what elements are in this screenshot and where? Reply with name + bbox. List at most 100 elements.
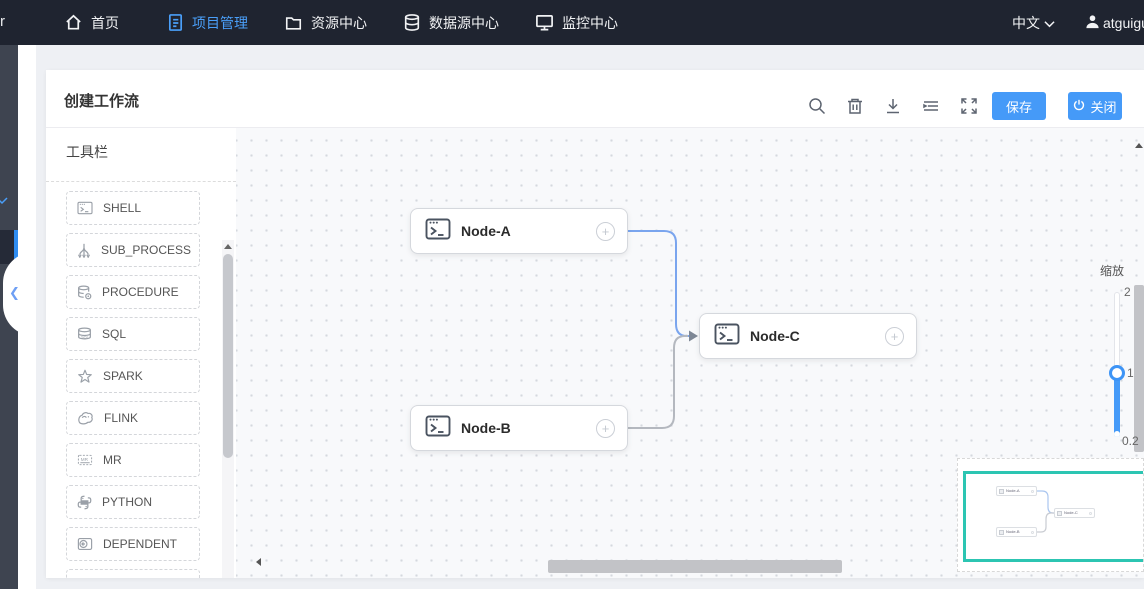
zoom-slider-fill[interactable] <box>1114 373 1120 437</box>
workflow-card: 创建工作流 保存 关闭 工具栏 SHELL SUB_PROCESS <box>46 70 1144 578</box>
edge-arrowhead-icon <box>689 330 698 342</box>
divider <box>46 181 236 182</box>
toolbox-item-label: PROCEDURE <box>102 285 179 299</box>
plus-circle-icon <box>1031 530 1034 534</box>
rail-chevron-icon <box>0 192 8 210</box>
mr-icon: MR <box>77 453 93 467</box>
nav-item-monitor[interactable]: 监控中心 <box>535 13 618 33</box>
nav-item-projects[interactable]: 项目管理 <box>167 13 248 33</box>
terminal-icon <box>999 488 1004 494</box>
language-label: 中文 <box>1012 14 1040 31</box>
node-c[interactable]: Node-C + <box>699 313 917 359</box>
minimap-node-b: Node-B <box>996 527 1037 537</box>
node-a[interactable]: Node-A + <box>410 208 628 254</box>
toolbox-item-label: SQL <box>102 327 127 341</box>
terminal-icon <box>425 415 451 442</box>
save-button-label: 保存 <box>1005 99 1032 115</box>
plus-circle-icon[interactable]: + <box>596 418 615 438</box>
minimap-edge-layer <box>1037 490 1054 533</box>
edge-node-a-to-c[interactable] <box>628 230 689 337</box>
monitor-icon <box>535 13 554 32</box>
toolbox-item-shell[interactable]: SHELL <box>66 191 200 225</box>
shell-icon <box>77 201 93 215</box>
flink-icon <box>77 411 94 426</box>
minimap[interactable]: Node-A Node-C Node-B <box>957 458 1144 572</box>
nav-item-label: 资源中心 <box>311 14 367 31</box>
toolbox-item-label: PYTHON <box>102 495 153 509</box>
toolbox-item-python[interactable]: PYTHON <box>66 485 200 519</box>
workflow-header: 创建工作流 保存 关闭 <box>46 70 1144 128</box>
toolbox-scrollbar-thumb[interactable] <box>223 254 233 458</box>
toolbox-title: 工具栏 <box>66 144 108 160</box>
procedure-icon <box>77 284 92 300</box>
toolbox-item-sql[interactable]: SQL SQL <box>66 317 200 351</box>
nav-item-label: 数据源中心 <box>429 14 499 31</box>
home-icon <box>64 13 83 32</box>
toolbox-item-mr[interactable]: MR MR <box>66 443 200 477</box>
minimap-node-label: Node-A <box>1006 488 1020 493</box>
toolbox-item-label: SHELL <box>103 201 142 215</box>
download-icon[interactable] <box>884 97 902 115</box>
zoom-slider-track[interactable] <box>1114 292 1120 374</box>
node-label: Node-C <box>750 328 800 344</box>
terminal-icon <box>425 218 451 245</box>
spark-icon <box>77 369 93 384</box>
scroll-up-icon[interactable] <box>224 244 232 249</box>
top-navbar: r 首页 项目管理 资源中心 数据源中心 监控中心 中文 atgu <box>0 0 1144 45</box>
zoom-max-tick: 2 <box>1124 285 1131 299</box>
database-icon <box>403 13 421 32</box>
sql-icon: SQL <box>77 326 92 342</box>
minimap-node-label: Node-C <box>1064 510 1078 515</box>
trash-icon[interactable] <box>846 97 864 115</box>
workflow-canvas[interactable]: Node-A + Node-B + Node-C + 缩放 2 1 0.2 <box>236 128 1144 578</box>
zoom-mid-tick: 1 <box>1127 366 1134 380</box>
node-label: Node-B <box>461 420 511 436</box>
plus-circle-icon <box>1089 511 1092 515</box>
plus-circle-icon[interactable]: + <box>885 326 904 346</box>
close-button[interactable]: 关闭 <box>1068 92 1122 120</box>
dependent-icon <box>77 537 93 551</box>
chevron-down-icon <box>1044 15 1055 31</box>
minimap-node-label: Node-B <box>1006 529 1020 534</box>
format-icon[interactable] <box>922 97 940 115</box>
scroll-left-icon[interactable] <box>256 558 261 566</box>
zoom-slider-endcap <box>1114 431 1120 437</box>
save-button[interactable]: 保存 <box>992 92 1046 120</box>
svg-text:MR: MR <box>81 457 89 462</box>
scroll-up-icon[interactable] <box>1135 143 1143 148</box>
edge-node-b-to-c[interactable] <box>628 335 688 429</box>
search-icon[interactable] <box>808 97 826 115</box>
close-button-label: 关闭 <box>1090 99 1117 115</box>
zoom-slider-thumb[interactable] <box>1109 365 1125 381</box>
toolbox-item-sub-process[interactable]: SUB_PROCESS <box>66 233 200 267</box>
toolbox-item-flink[interactable]: FLINK <box>66 401 200 435</box>
toolbox-item-partial[interactable] <box>66 569 200 578</box>
toolbox-item-spark[interactable]: SPARK <box>66 359 200 393</box>
language-selector[interactable]: 中文 <box>1012 13 1055 33</box>
python-icon <box>77 495 92 510</box>
minimap-viewport[interactable] <box>963 471 1143 562</box>
nav-item-datasources[interactable]: 数据源中心 <box>403 13 499 33</box>
minimap-node-a: Node-A <box>996 486 1037 496</box>
navbar-right: 中文 atguigu <box>1012 0 1144 45</box>
folder-icon <box>284 14 303 32</box>
user-icon <box>1085 14 1100 32</box>
toolbox-item-procedure[interactable]: PROCEDURE <box>66 275 200 309</box>
fullscreen-icon[interactable] <box>960 97 978 115</box>
nav-item-label: 首页 <box>91 14 119 31</box>
nav-item-resources[interactable]: 资源中心 <box>284 13 367 33</box>
plus-circle-icon[interactable]: + <box>596 221 615 241</box>
svg-text:SQL: SQL <box>81 335 89 339</box>
node-b[interactable]: Node-B + <box>410 405 628 451</box>
toolbox-item-label: SPARK <box>103 369 143 383</box>
zoom-min-tick: 0.2 <box>1122 434 1139 448</box>
nav-item-home[interactable]: 首页 <box>64 13 119 33</box>
vertical-scrollbar-thumb[interactable] <box>1134 285 1144 452</box>
horizontal-scrollbar-thumb[interactable] <box>548 560 842 573</box>
toolbox-item-dependent[interactable]: DEPENDENT <box>66 527 200 561</box>
user-menu[interactable]: atguigu <box>1085 14 1144 32</box>
toolbox-item-label: SUB_PROCESS <box>101 243 192 257</box>
sidebar-collapse-handle[interactable]: ❮ <box>3 252 34 336</box>
subprocess-icon <box>77 243 91 258</box>
rail-selected-item[interactable] <box>0 230 14 264</box>
